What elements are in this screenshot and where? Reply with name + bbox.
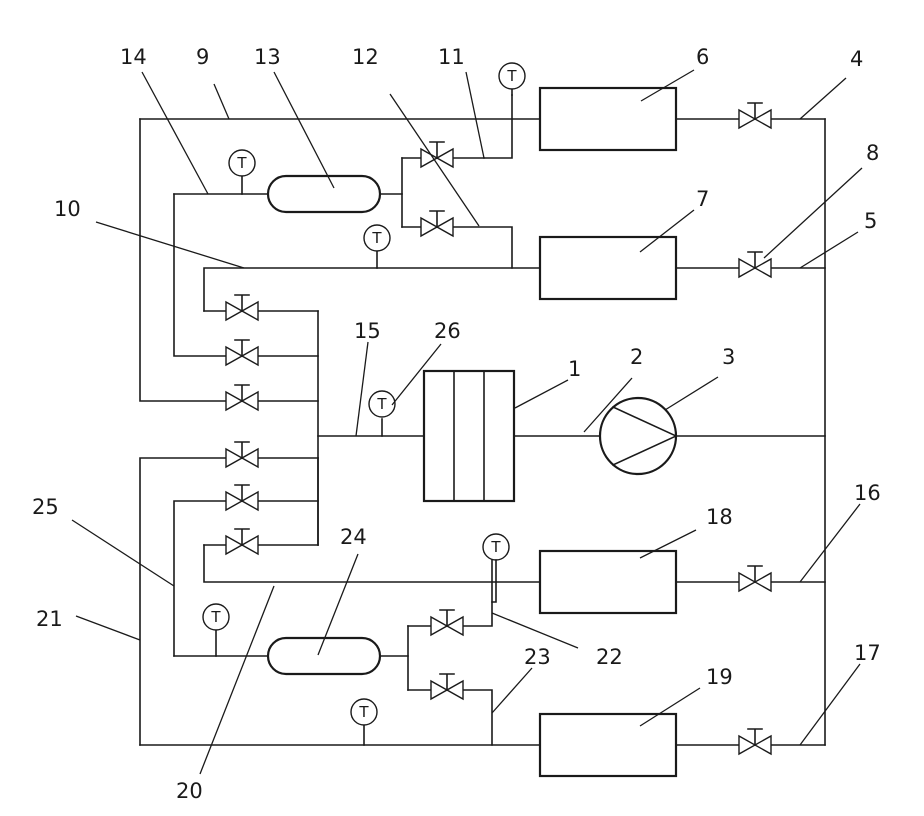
unit-19-box xyxy=(540,714,676,776)
valve-icon xyxy=(739,103,771,128)
label-21: 21 xyxy=(36,607,63,631)
gauge-icon: T xyxy=(364,225,390,251)
label-2: 2 xyxy=(630,345,643,369)
label-23: 23 xyxy=(524,645,551,669)
valve-icon xyxy=(421,211,453,236)
gauge-icon: T xyxy=(499,63,525,89)
label-24: 24 xyxy=(340,525,367,549)
valve-icon xyxy=(739,566,771,591)
label-11: 11 xyxy=(438,45,465,69)
gauge-icon: T xyxy=(369,391,395,417)
gauge-glyph: T xyxy=(358,703,369,721)
valve-icon xyxy=(226,385,258,410)
unit-7-box xyxy=(540,237,676,299)
label-10: 10 xyxy=(54,197,81,221)
stack-1 xyxy=(424,371,514,501)
valve-icon xyxy=(226,485,258,510)
valve-icon xyxy=(226,295,258,320)
label-4: 4 xyxy=(850,47,863,71)
label-22: 22 xyxy=(596,645,623,669)
label-1: 1 xyxy=(568,357,581,381)
gauge-glyph: T xyxy=(506,67,517,85)
label-25: 25 xyxy=(32,495,59,519)
gauge-glyph: T xyxy=(371,229,382,247)
label-8: 8 xyxy=(866,141,879,165)
label-5: 5 xyxy=(864,209,877,233)
label-12: 12 xyxy=(352,45,379,69)
gauge-glyph: T xyxy=(210,608,221,626)
gauge-icon: T xyxy=(203,604,229,630)
tank-24 xyxy=(268,638,380,674)
label-14: 14 xyxy=(120,45,147,69)
valve-icon xyxy=(431,610,463,635)
label-3: 3 xyxy=(722,345,735,369)
valve-icon xyxy=(226,442,258,467)
label-16: 16 xyxy=(854,481,881,505)
gauge-glyph: T xyxy=(490,538,501,556)
gauge-icon: T xyxy=(229,150,255,176)
label-9: 9 xyxy=(196,45,209,69)
tanks xyxy=(268,176,380,674)
label-19: 19 xyxy=(706,665,733,689)
label-18: 18 xyxy=(706,505,733,529)
label-6: 6 xyxy=(696,45,709,69)
label-26: 26 xyxy=(434,319,461,343)
unit-6-box xyxy=(540,88,676,150)
label-17: 17 xyxy=(854,641,881,665)
valve-icon xyxy=(226,529,258,554)
label-20: 20 xyxy=(176,779,203,803)
gauge-icon: T xyxy=(351,699,377,725)
valve-icon xyxy=(226,340,258,365)
valve-icon xyxy=(431,674,463,699)
label-7: 7 xyxy=(696,187,709,211)
gauge-glyph: T xyxy=(236,154,247,172)
label-13: 13 xyxy=(254,45,281,69)
gauge-glyph: T xyxy=(376,395,387,413)
unit-18-box xyxy=(540,551,676,613)
gauge-icon: T xyxy=(483,534,509,560)
label-15: 15 xyxy=(354,319,381,343)
pump-3 xyxy=(600,398,676,474)
valve-icon xyxy=(739,729,771,754)
tank-13 xyxy=(268,176,380,212)
